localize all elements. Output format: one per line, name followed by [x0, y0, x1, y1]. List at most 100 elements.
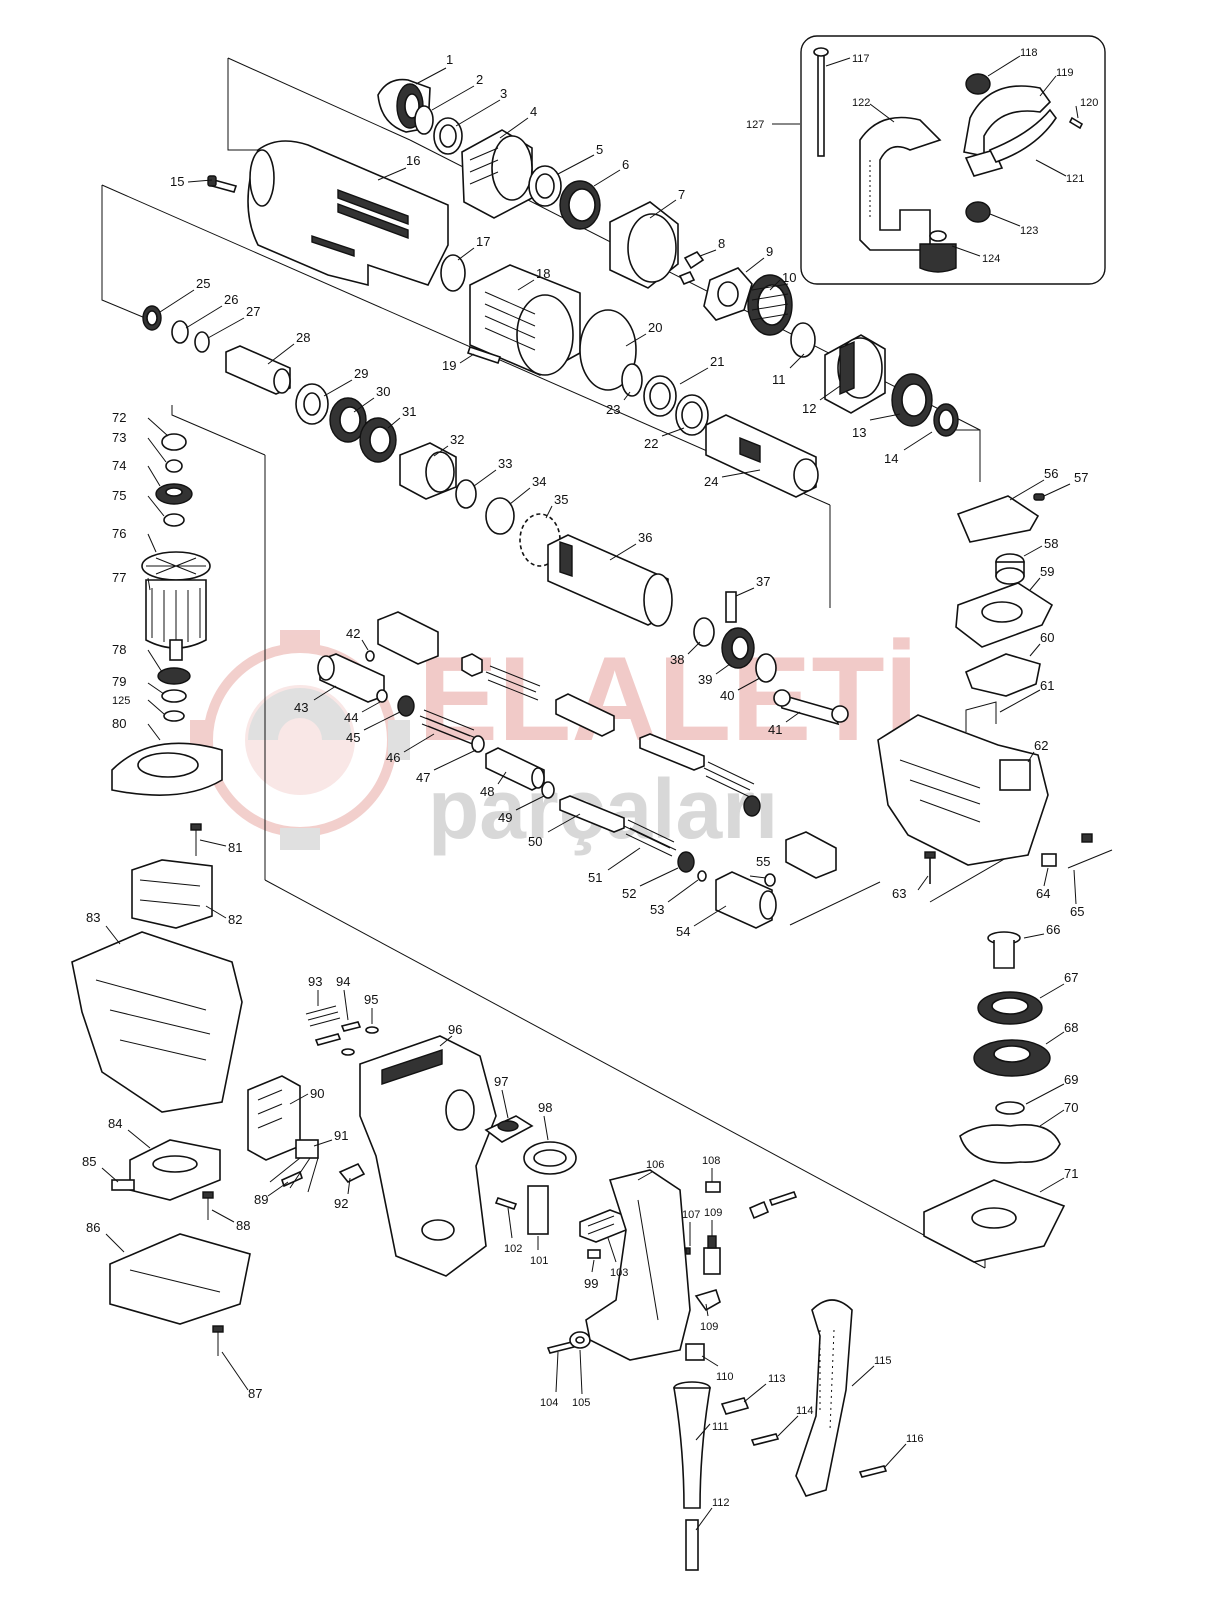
- label-52: 52: [622, 886, 636, 901]
- part-23-o-ring: [621, 363, 643, 397]
- label-35: 35: [554, 492, 568, 507]
- label-99: 99: [584, 1276, 598, 1291]
- part-85-brush: [111, 1179, 135, 1191]
- label-81: 81: [228, 840, 242, 855]
- label-1: 1: [446, 52, 453, 67]
- part-116-screw: [858, 1465, 888, 1478]
- label-106: 106: [646, 1159, 664, 1171]
- part-19-screw: [466, 345, 502, 365]
- part-84-brush-holder: [129, 1139, 221, 1201]
- part-104-screw: [546, 1341, 576, 1354]
- part-111-grip-rod: [673, 1381, 711, 1509]
- label-51: 51: [588, 870, 602, 885]
- label-111: 111: [712, 1421, 729, 1433]
- label-68: 68: [1064, 1020, 1078, 1035]
- label-55: 55: [756, 854, 770, 869]
- label-40: 40: [720, 688, 734, 703]
- label-93: 93: [308, 974, 322, 989]
- part-103-switch-cover: [579, 1209, 627, 1243]
- part-56-cover-plate: [956, 495, 1040, 543]
- watermark-logo: [190, 630, 410, 850]
- label-15: 15: [170, 174, 184, 189]
- part-housing-upper: [377, 611, 837, 879]
- part-32-piston: [399, 442, 457, 500]
- label-9: 9: [766, 244, 773, 259]
- label-18: 18: [536, 266, 550, 281]
- label-39: 39: [698, 672, 712, 687]
- part-15-screw: [207, 175, 238, 193]
- label-21: 21: [710, 354, 724, 369]
- label-71: 71: [1064, 1166, 1078, 1181]
- part-40-o-ring: [755, 653, 777, 683]
- label-66: 66: [1046, 922, 1060, 937]
- label-116: 116: [906, 1433, 924, 1445]
- part-57-screw: [1033, 493, 1045, 501]
- part-83-motor-housing: [71, 931, 243, 1113]
- label-20: 20: [648, 320, 662, 335]
- label-53: 53: [650, 902, 664, 917]
- part-108-spring: [705, 1181, 721, 1193]
- label-117: 117: [852, 53, 870, 65]
- part-64-clip: [1041, 853, 1057, 867]
- label-45: 45: [346, 730, 360, 745]
- label-90: 90: [310, 1086, 324, 1101]
- label-26: 26: [224, 292, 238, 307]
- part-71-base-plate: [923, 1179, 1066, 1263]
- part-78-bearing: [157, 667, 191, 685]
- part-7-cap-housing: [609, 201, 679, 289]
- label-23: 23: [606, 402, 620, 417]
- leader-lines: [101, 55, 1079, 1531]
- label-119: 119: [1056, 67, 1074, 79]
- label-7: 7: [678, 187, 685, 202]
- part-2-ring: [414, 105, 434, 135]
- part-34-o-ring: [485, 497, 515, 535]
- label-115: 115: [874, 1355, 892, 1367]
- part-88-screw: [202, 1191, 214, 1220]
- label-107: 107: [682, 1209, 700, 1221]
- part-125-washer: [163, 710, 185, 722]
- part-70-gasket: [959, 1124, 1061, 1164]
- part-75-washer: [163, 513, 185, 527]
- part-98-grip: [523, 1141, 577, 1175]
- label-78: 78: [112, 642, 126, 657]
- part-38-o-ring: [693, 617, 715, 647]
- label-120: 120: [1080, 97, 1098, 109]
- label-122: 122: [852, 97, 870, 109]
- part-58-cap: [995, 553, 1025, 585]
- label-13: 13: [852, 425, 866, 440]
- label-95: 95: [364, 992, 378, 1007]
- part-33-o-ring: [455, 479, 477, 509]
- label-94: 94: [336, 974, 350, 989]
- part-31-bearing: [359, 417, 397, 463]
- part-21-ring: [643, 375, 677, 417]
- part-72-bearing-cap: [161, 433, 187, 451]
- label-101: 101: [530, 1255, 548, 1267]
- label-37: 37: [756, 574, 770, 589]
- part-45-nut: [397, 695, 415, 717]
- label-118: 118: [1020, 47, 1038, 59]
- label-25: 25: [196, 276, 210, 291]
- label-70: 70: [1064, 1100, 1078, 1115]
- label-33: 33: [498, 456, 512, 471]
- part-24-tool-holder: [705, 414, 819, 498]
- part-96-handle-housing: [359, 1035, 497, 1277]
- label-63: 63: [892, 886, 906, 901]
- label-123: 123: [1020, 225, 1038, 237]
- part-27-ring: [194, 331, 210, 353]
- label-77: 77: [112, 570, 126, 585]
- label-79: 79: [112, 674, 126, 689]
- part-30-bearing: [329, 397, 367, 443]
- part-122-handle-arm: [859, 116, 942, 251]
- label-125: 125: [112, 695, 130, 707]
- part-44-ring: [376, 689, 388, 703]
- part-6-bearing: [559, 180, 601, 230]
- part-87-screw: [212, 1325, 224, 1356]
- label-138: 109: [704, 1207, 722, 1219]
- part-91-connector: [269, 1139, 319, 1193]
- part-50-shaft: [559, 795, 625, 833]
- label-72: 72: [112, 410, 126, 425]
- part-29-washer: [295, 383, 329, 425]
- label-61: 61: [1040, 678, 1054, 693]
- part-117-bolt: [813, 47, 829, 157]
- part-54-housing-tube: [715, 871, 777, 929]
